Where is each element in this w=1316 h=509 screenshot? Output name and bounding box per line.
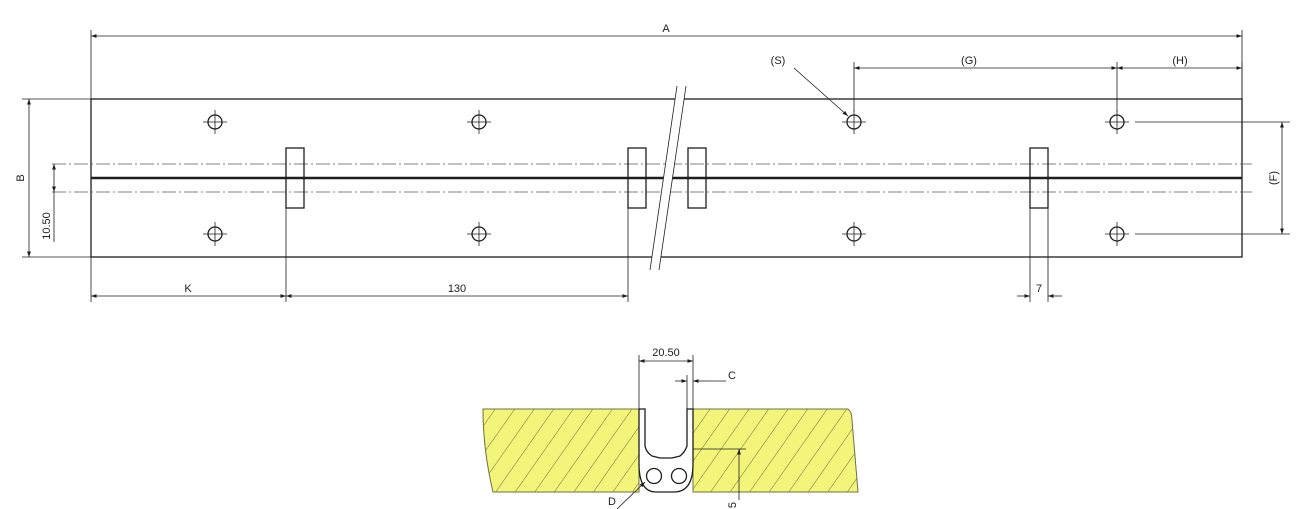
dimension-section-width: 20.50 bbox=[638, 347, 694, 409]
knuckle-1 bbox=[285, 147, 305, 209]
screw-hole bbox=[1105, 222, 1129, 246]
leader-d: D bbox=[608, 481, 646, 509]
label-d: D bbox=[608, 496, 616, 508]
label-f: (F) bbox=[1268, 171, 1280, 185]
top-view: A (G) (H) (S) B 10.50 bbox=[15, 23, 1290, 302]
wood-block-right bbox=[692, 408, 859, 493]
screw-hole bbox=[1105, 110, 1129, 134]
leader-s: (S) bbox=[771, 55, 849, 117]
hinge-profile bbox=[638, 408, 694, 493]
knuckle-3 bbox=[687, 147, 707, 209]
label-k: K bbox=[184, 283, 192, 295]
screw-hole bbox=[203, 110, 227, 134]
label-7: 7 bbox=[1036, 283, 1042, 295]
screw-hole bbox=[467, 222, 491, 246]
screw-hole bbox=[203, 222, 227, 246]
dimension-leaf-offset: 10.50 bbox=[41, 164, 56, 242]
label-s: (S) bbox=[771, 55, 786, 67]
dimension-section-depth: 5 bbox=[693, 448, 746, 508]
dimension-g-h: (G) (H) bbox=[853, 55, 1243, 112]
dimension-c: C bbox=[675, 370, 736, 409]
pin-hole-left bbox=[645, 467, 663, 485]
dimension-k-130: K 130 bbox=[90, 208, 629, 302]
break-line-left bbox=[649, 85, 678, 271]
knuckle-4 bbox=[1029, 147, 1049, 209]
dimension-f: (F) bbox=[1135, 121, 1290, 235]
dimension-b: B bbox=[15, 98, 91, 258]
label-20-50: 20.50 bbox=[652, 347, 680, 359]
pin-hole-right bbox=[670, 467, 688, 485]
label-h: (H) bbox=[1172, 55, 1187, 67]
knuckle-2 bbox=[627, 147, 647, 209]
label-leaf-offset: 10.50 bbox=[41, 212, 53, 240]
label-g: (G) bbox=[961, 55, 977, 67]
section-view: 20.50 C 5 D bbox=[482, 347, 859, 509]
dimension-a: A bbox=[90, 23, 1243, 99]
break-line-right bbox=[658, 85, 687, 271]
wood-block-left bbox=[482, 408, 640, 493]
break-gap bbox=[650, 86, 686, 270]
label-b: B bbox=[15, 174, 27, 181]
screw-hole bbox=[467, 110, 491, 134]
screw-hole bbox=[842, 110, 866, 134]
label-c: C bbox=[728, 370, 736, 382]
screw-holes bbox=[203, 110, 1129, 246]
screw-hole bbox=[842, 222, 866, 246]
label-a: A bbox=[662, 23, 670, 35]
dimension-knuckle-width: 7 bbox=[1017, 208, 1062, 302]
label-5: 5 bbox=[727, 502, 739, 508]
label-130: 130 bbox=[448, 283, 466, 295]
